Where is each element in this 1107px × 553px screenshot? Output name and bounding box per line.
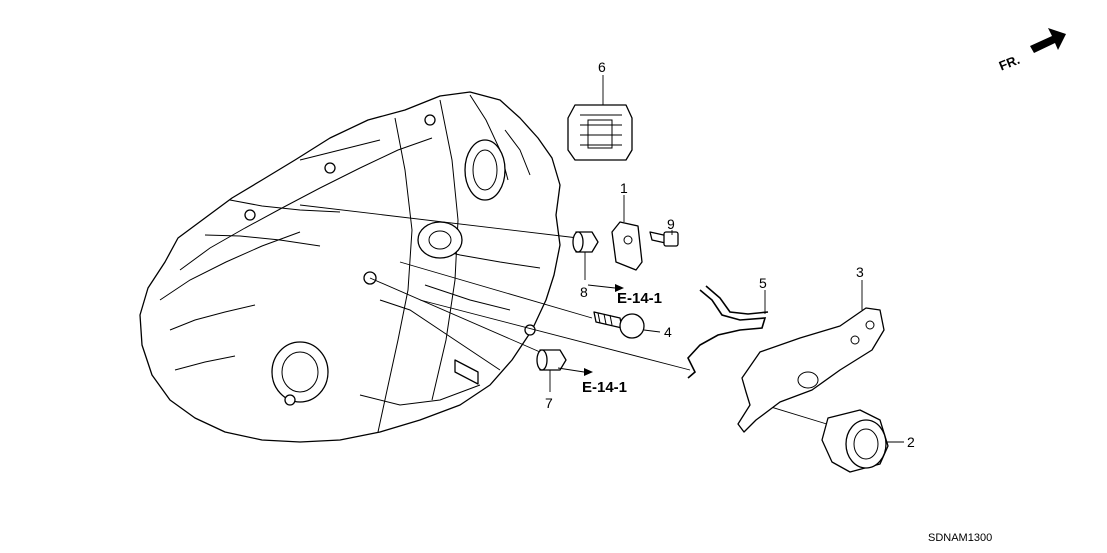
part-5-spring-clip [687,285,769,379]
reference-arrow-lower [557,367,593,376]
part-2-release-bearing [821,409,904,473]
reference-label-upper: E-14-1 [617,290,662,307]
part-3-release-fork [737,280,885,433]
part-4-pivot-bolt [593,311,661,339]
front-direction-indicator: FR. [997,28,1066,74]
callout-3: 3 [856,264,864,280]
reference-arrow-upper [587,284,624,292]
callout-9: 9 [667,216,675,232]
callout-7: 7 [545,395,553,411]
callout-4: 4 [664,324,672,340]
part-1-plate [611,195,643,271]
transmission-housing [139,91,561,443]
part-9-bolt [649,230,679,247]
reference-label-lower: E-14-1 [582,379,627,396]
part-6-boot [567,75,633,161]
callout-1: 1 [620,180,628,196]
part-8-bushing [572,231,599,280]
direction-label: FR. [997,52,1022,74]
callout-5: 5 [759,275,767,291]
part-7-dowel [536,349,567,392]
front-arrow-icon [1030,28,1066,53]
catalog-code: SDNAM1300 [928,532,992,544]
callout-6: 6 [598,59,606,75]
callout-8: 8 [580,284,588,300]
callout-2: 2 [907,434,915,450]
